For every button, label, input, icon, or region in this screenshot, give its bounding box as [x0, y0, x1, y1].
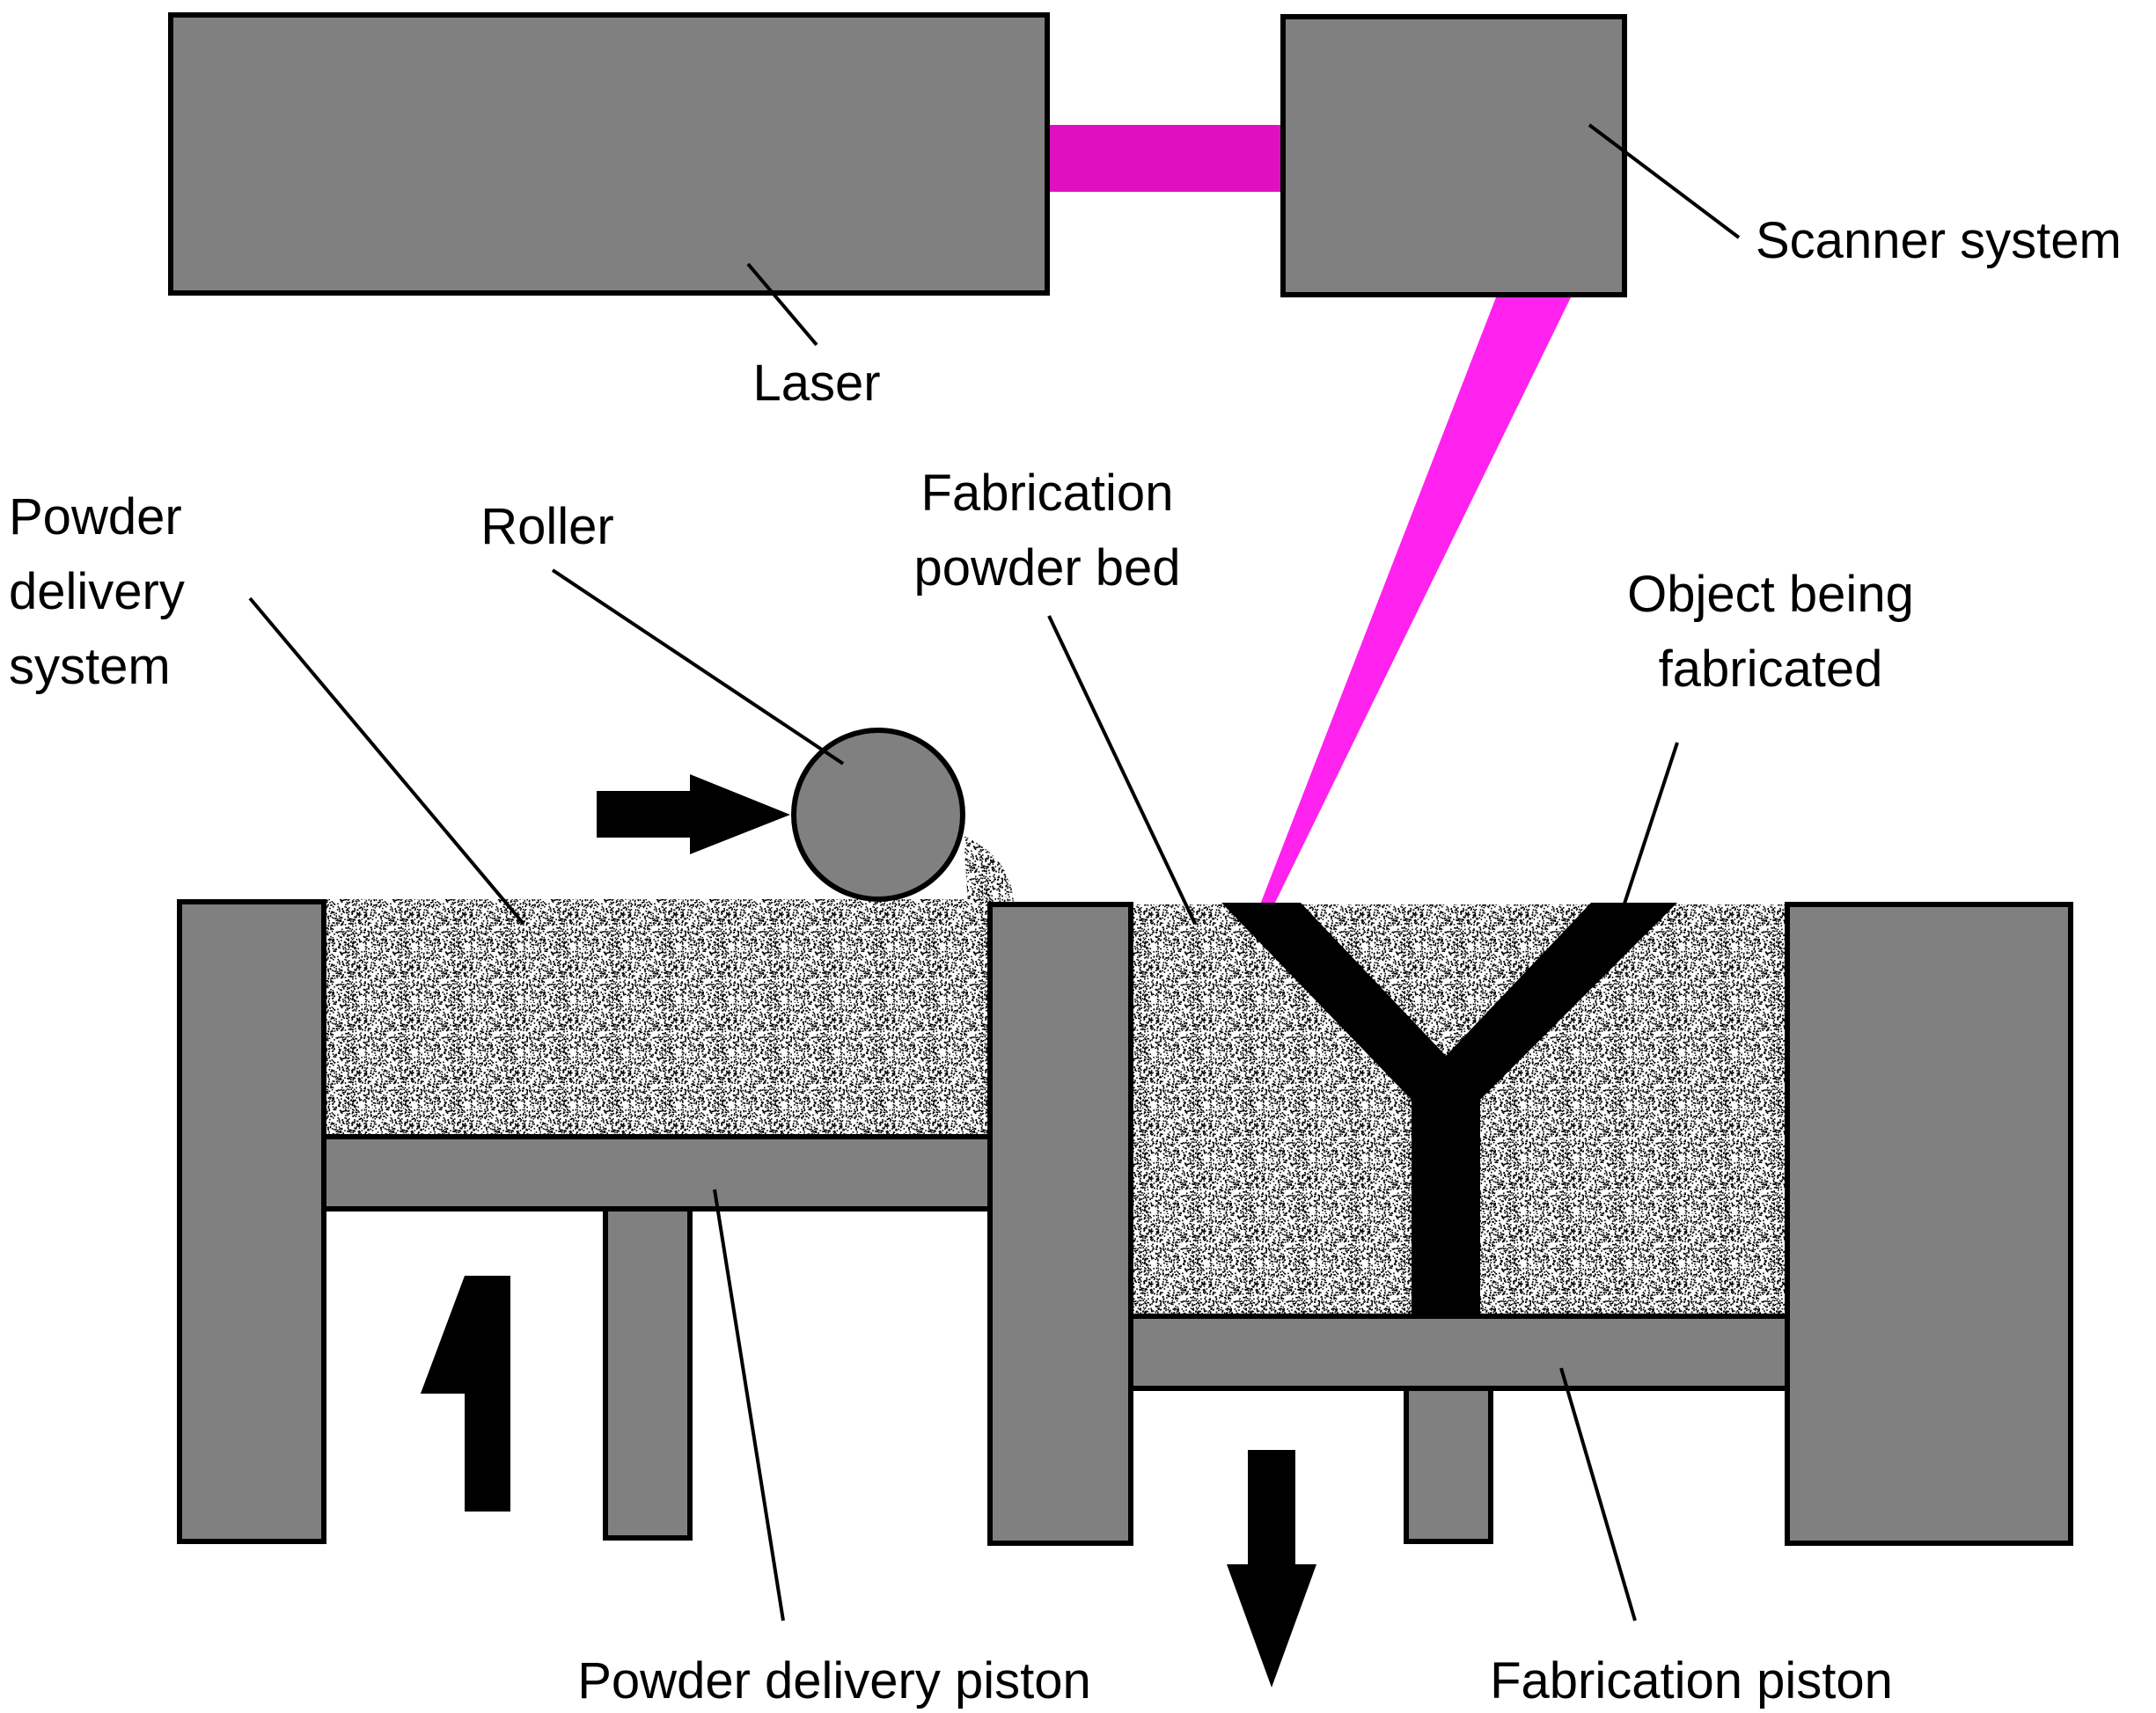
fabrication-right-wall	[1785, 902, 2073, 1546]
laser-beam-down	[1260, 297, 1571, 904]
delivery-piston-up-arrow-head	[421, 1276, 510, 1394]
roller-motion-arrow	[597, 774, 790, 854]
label-roller: Roller	[480, 498, 614, 555]
delivery-left-wall	[177, 899, 326, 1544]
label-powder-delivery-system-line3: system	[9, 638, 171, 695]
powder-delivery-system-leader	[248, 597, 525, 926]
delivery-powder	[324, 899, 990, 1137]
delivery-piston-plate	[321, 1134, 993, 1212]
roller-leader	[551, 568, 845, 765]
scanner-leader	[1588, 123, 1741, 239]
scanner-box	[1280, 14, 1627, 297]
fabrication-powder-bed-leader	[1047, 615, 1197, 925]
spilled-powder	[964, 836, 1014, 904]
label-powder-delivery-system-line2: delivery	[9, 563, 185, 620]
delivery-piston-rod	[603, 1206, 693, 1541]
label-laser: Laser	[752, 355, 880, 412]
label-powder-delivery-piston: Powder delivery piston	[577, 1652, 1091, 1709]
label-scanner-system: Scanner system	[1756, 212, 2122, 269]
laser-beam-horizontal	[1045, 125, 1285, 192]
fabrication-piston-down-arrow	[1227, 1450, 1316, 1687]
fabrication-piston-leader	[1559, 1367, 1637, 1621]
fabrication-piston-rod	[1404, 1386, 1493, 1544]
laser-box	[168, 12, 1050, 296]
object-leader	[1622, 742, 1679, 907]
label-fabrication-powder-bed-line2: powder bed	[913, 539, 1180, 597]
label-fabrication-piston: Fabrication piston	[1490, 1652, 1893, 1709]
fabrication-piston-plate	[1128, 1314, 1790, 1391]
powder-delivery-piston-leader	[713, 1189, 785, 1621]
roller	[791, 728, 965, 902]
object-being-fabricated	[1221, 903, 1677, 1316]
label-object-being-fabricated-line2: fabricated	[1659, 641, 1883, 698]
center-wall	[987, 902, 1133, 1546]
laser-leader	[746, 262, 818, 347]
label-object-being-fabricated-line1: Object being	[1627, 566, 1914, 623]
label-powder-delivery-system-line1: Powder	[9, 488, 182, 545]
label-fabrication-powder-bed-line1: Fabrication	[921, 465, 1174, 522]
